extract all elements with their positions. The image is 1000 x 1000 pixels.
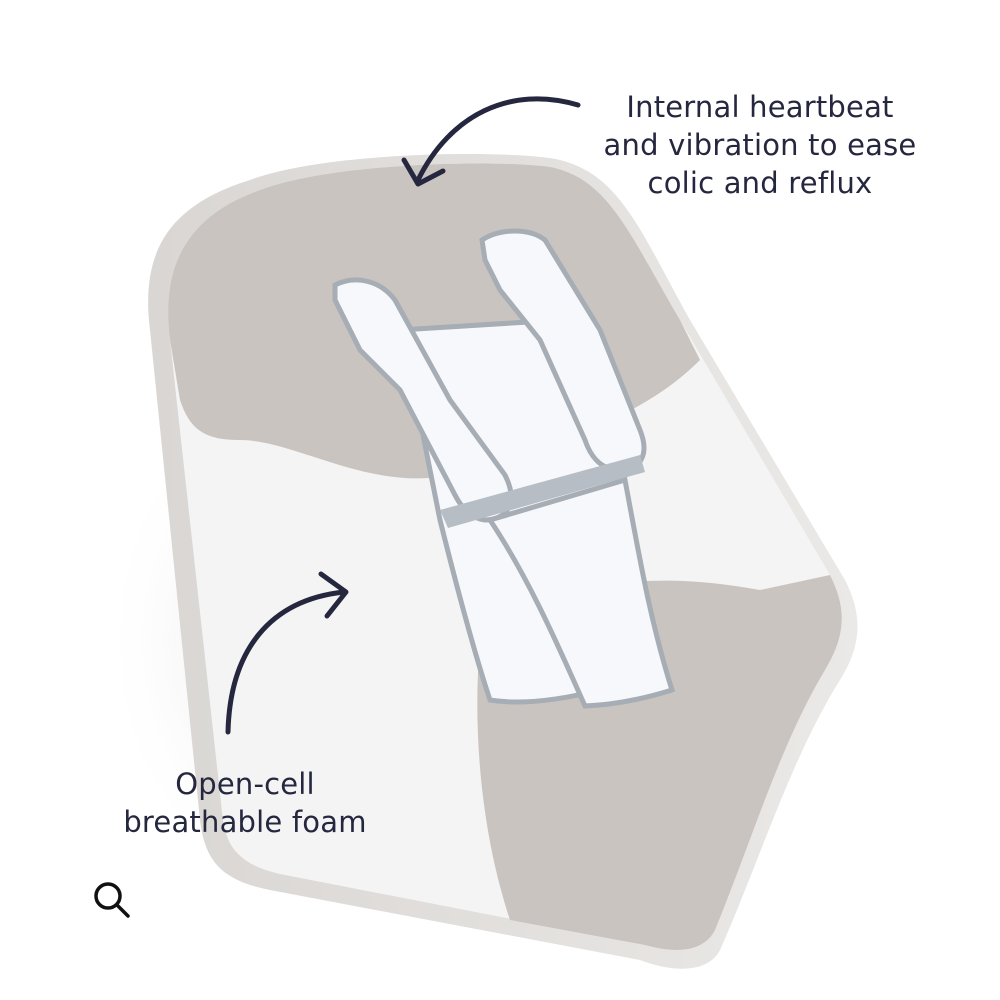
callout-line: breathable foam (123, 805, 367, 839)
magnifier-icon (94, 882, 130, 918)
harness (332, 228, 676, 709)
callout-line: and vibration to ease (603, 128, 917, 162)
zoom-image-button[interactable] (88, 876, 136, 924)
callout-heartbeat-text: Internal heartbeat and vibration to ease… (585, 88, 935, 202)
callout-line: Open-cell (175, 767, 315, 801)
curved-arrow-down-left-icon (401, 96, 581, 187)
callout-line: Internal heartbeat (626, 90, 894, 124)
callout-line: colic and reflux (647, 166, 873, 200)
curved-arrow-up-right-icon (225, 571, 349, 735)
callout-foam-text: Open-cell breathable foam (115, 765, 375, 841)
